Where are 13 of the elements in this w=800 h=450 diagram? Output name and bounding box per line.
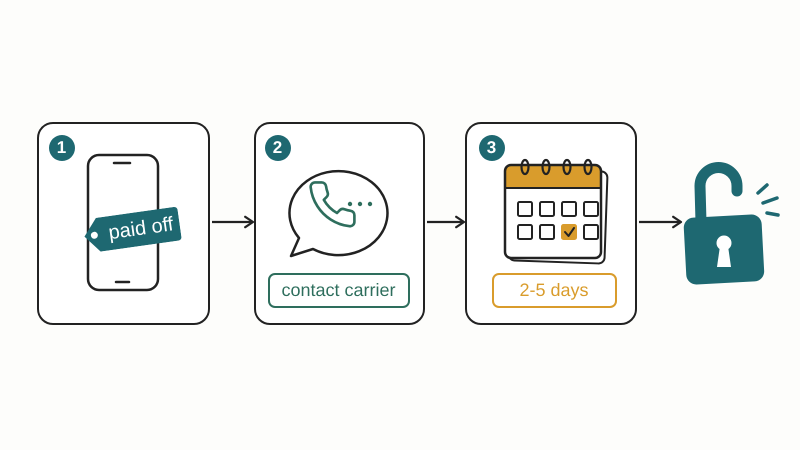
step-card bbox=[254, 122, 425, 325]
step-number: 3 bbox=[478, 134, 504, 160]
action-label: contact carrier bbox=[268, 272, 410, 308]
step-card bbox=[465, 122, 637, 325]
arrow bbox=[639, 216, 682, 228]
step-number: 2 bbox=[264, 134, 290, 160]
open-padlock-icon bbox=[682, 160, 782, 287]
step-card bbox=[37, 122, 210, 325]
step-number: 1 bbox=[48, 134, 74, 160]
price-tag: paid off bbox=[82, 206, 182, 254]
duration-label: 2-5 days bbox=[492, 272, 616, 308]
arrow bbox=[212, 216, 254, 228]
arrow bbox=[427, 216, 466, 228]
